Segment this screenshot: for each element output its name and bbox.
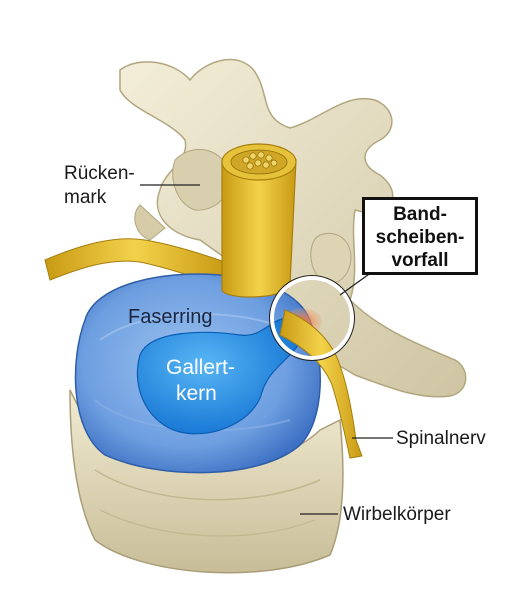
- label-gallertkern-line2: kern: [176, 381, 217, 406]
- callout-bandscheibenvorfall: Band- scheiben- vorfall: [362, 197, 478, 275]
- callout-line2: scheiben-: [365, 226, 475, 249]
- label-rueckenmark-line1: Rücken-: [64, 162, 135, 185]
- spinal-cord: [222, 144, 296, 297]
- label-spinalnerv: Spinalnerv: [396, 427, 486, 450]
- callout-line1: Band-: [365, 203, 475, 226]
- label-rueckenmark-line2: mark: [64, 186, 106, 209]
- label-gallertkern-line1: Gallert-: [166, 355, 235, 380]
- label-wirbelkoerper: Wirbelkörper: [343, 503, 451, 526]
- callout-line3: vorfall: [365, 249, 475, 272]
- label-faserring: Faserring: [128, 305, 212, 329]
